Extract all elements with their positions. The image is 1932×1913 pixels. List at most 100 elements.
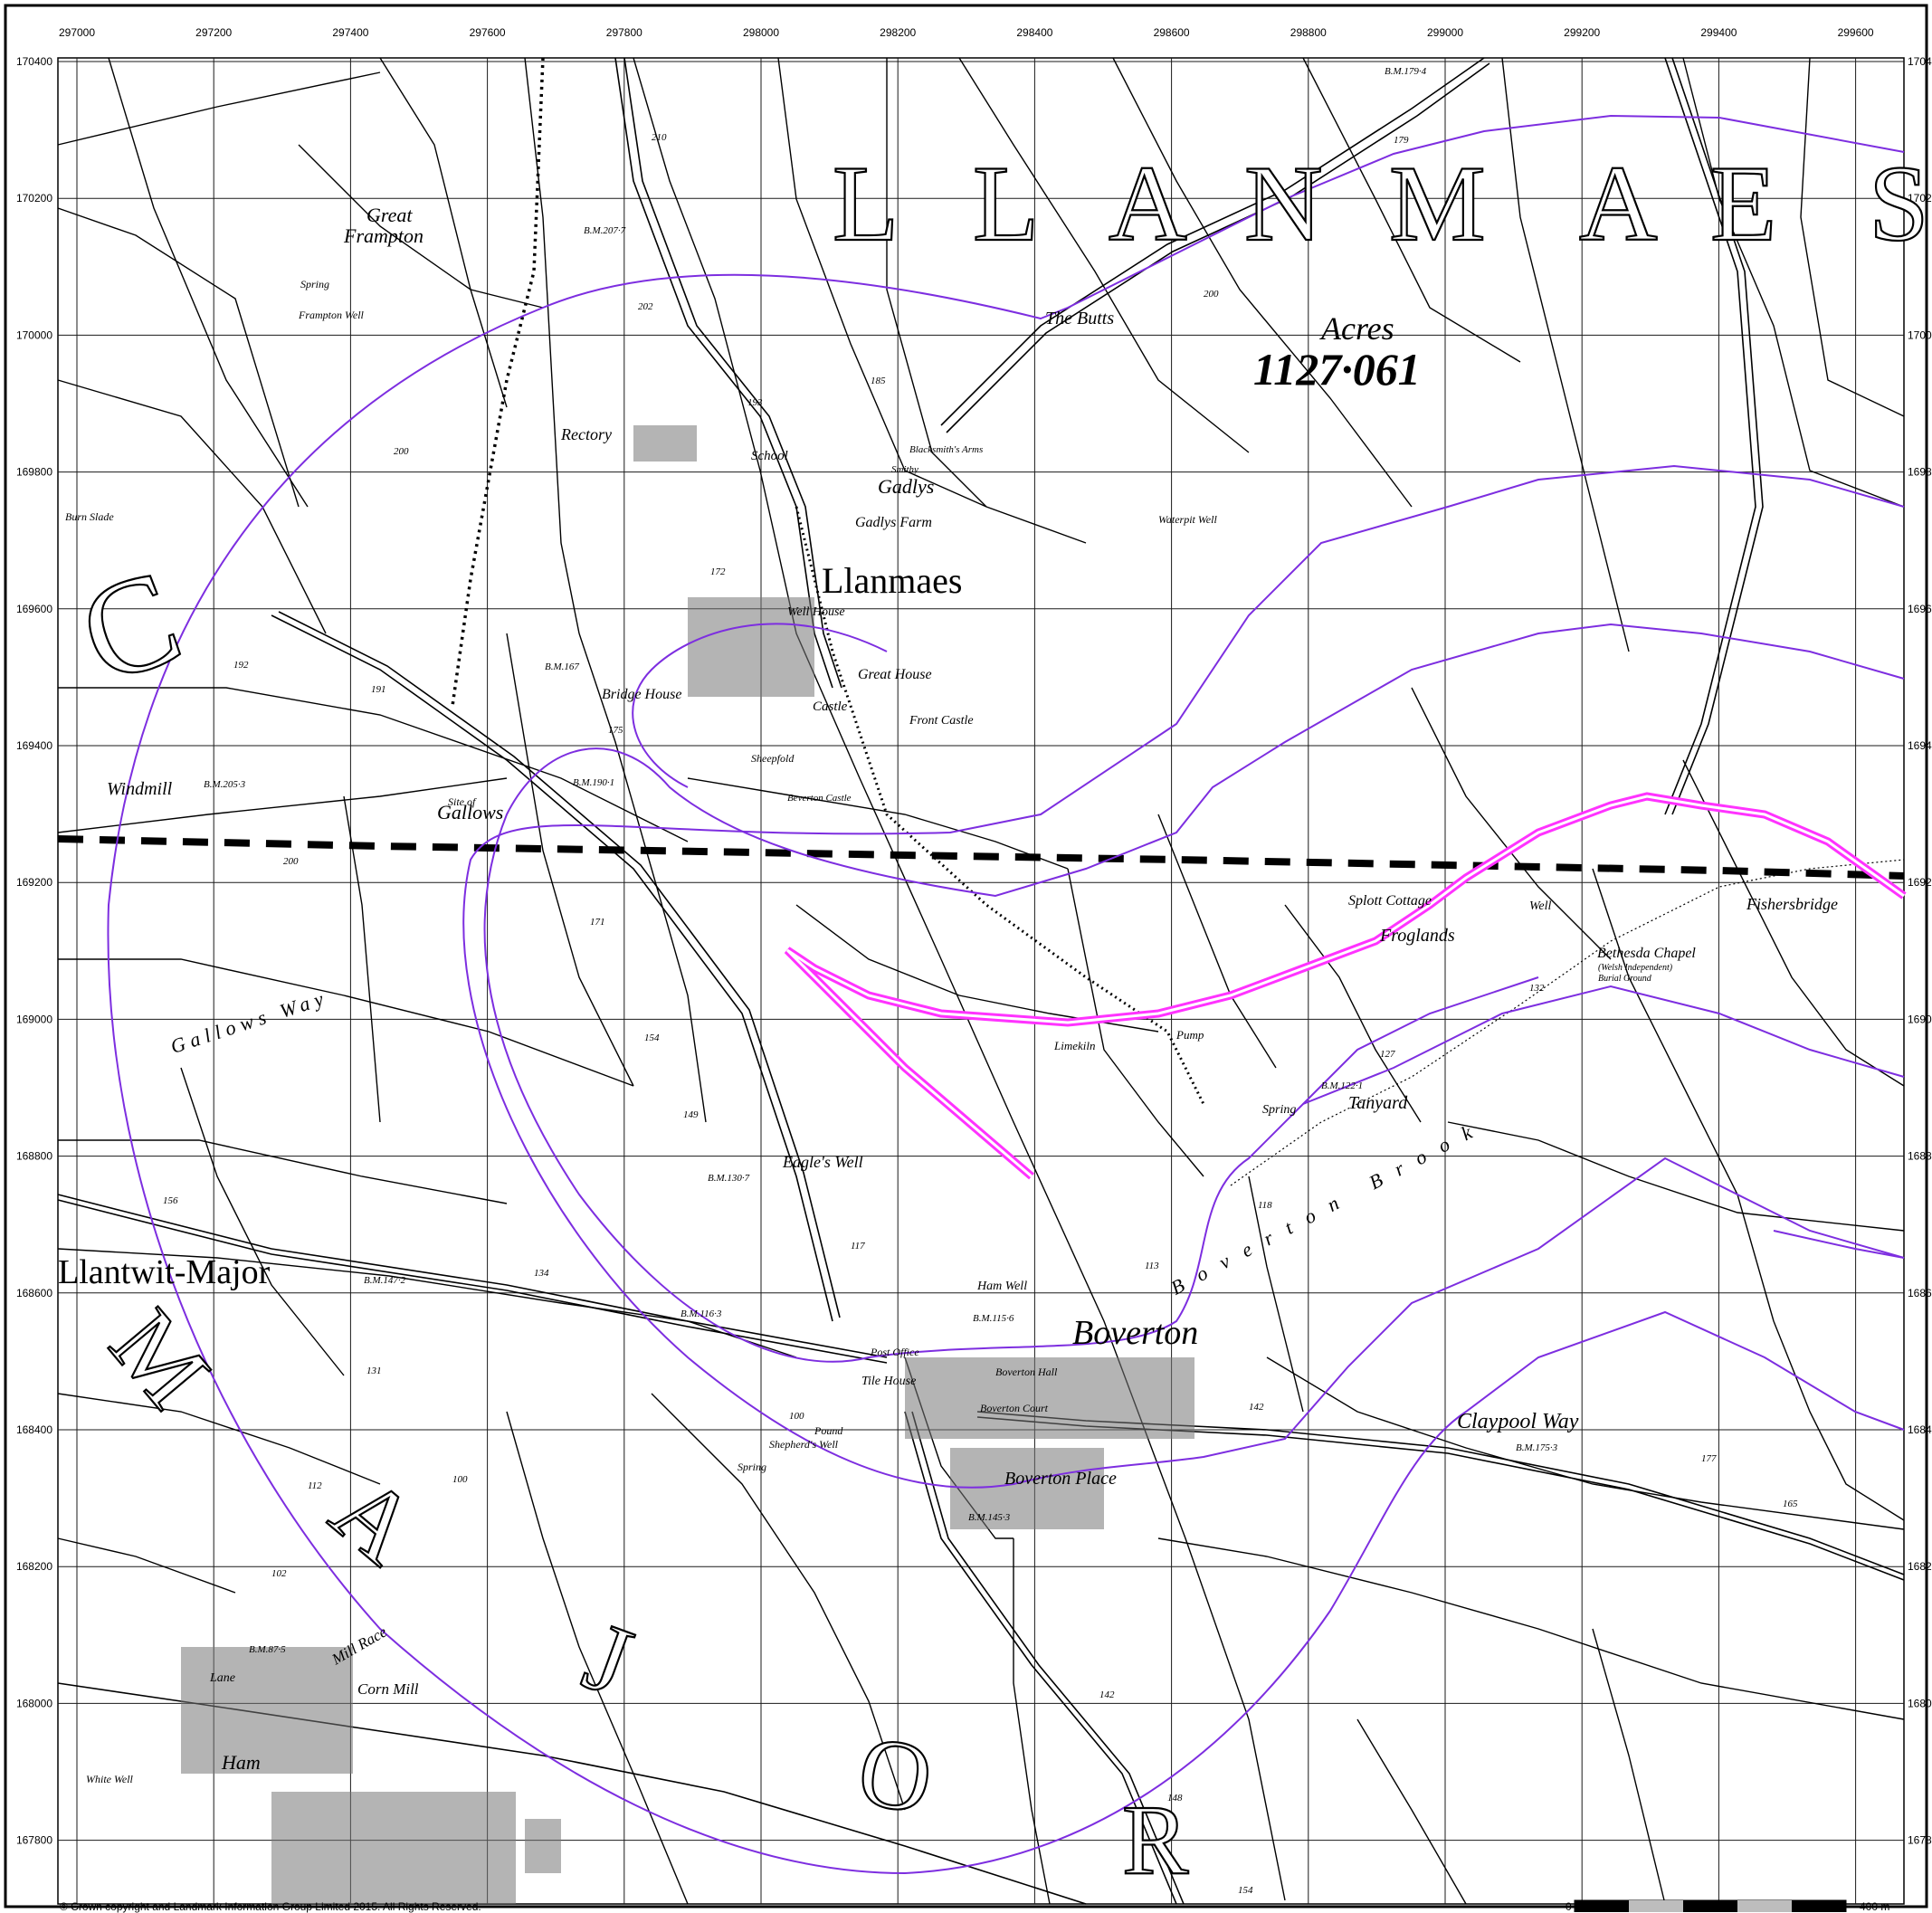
place-label: White Well <box>86 1773 134 1785</box>
letter-r: R <box>1122 1785 1189 1895</box>
place-label: Gadlys <box>878 475 934 498</box>
y-tick-label: 168800 <box>16 1150 52 1163</box>
spot-height: 171 <box>590 917 605 928</box>
place-label: Burial Ground <box>1598 974 1652 984</box>
copyright-notice: © Crown copyright and Landmark Informati… <box>60 1900 481 1913</box>
x-tick-label: 299400 <box>1700 26 1737 39</box>
place-label: Pump <box>1175 1028 1204 1042</box>
grid-lines <box>58 58 1904 1904</box>
benchmark: B.M.116·3 <box>680 1309 722 1319</box>
spot-height: 113 <box>1145 1261 1159 1271</box>
place-label-boverton: Boverton <box>1072 1314 1198 1352</box>
y-tick-label-right: 1694 <box>1908 739 1932 752</box>
scale-bar[interactable] <box>1574 1899 1847 1912</box>
place-label: Post Office <box>870 1346 919 1358</box>
settlement-hatching <box>181 425 1194 1904</box>
x-tick-label: 298000 <box>743 26 779 39</box>
spot-height: 200 <box>1204 289 1219 300</box>
place-label: Tanyard <box>1348 1093 1408 1113</box>
place-label: Waterpit Well <box>1158 513 1217 526</box>
spot-height: 154 <box>644 1033 660 1043</box>
y-tick-label-right: 1692 <box>1908 876 1932 889</box>
y-tick-label: 169800 <box>16 466 52 479</box>
x-tick-label: 299000 <box>1427 26 1463 39</box>
y-tick-label-right: 1700 <box>1908 328 1932 341</box>
place-label: Beverton Castle <box>787 793 852 804</box>
benchmark: B.M.205·3 <box>204 779 246 790</box>
benchmark: B.M.87·5 <box>249 1644 286 1655</box>
y-tick-labels: 1704001702001700001698001696001694001692… <box>16 55 52 1847</box>
spot-height: 200 <box>394 446 409 457</box>
place-label: Castle <box>813 700 848 714</box>
spot-height: 185 <box>871 376 886 386</box>
letter-a2: A <box>1579 143 1658 263</box>
y-tick-label-right: 1682 <box>1908 1560 1932 1573</box>
place-label: Spring <box>738 1461 766 1473</box>
y-tick-label-right: 1688 <box>1908 1150 1932 1163</box>
x-tick-label: 297000 <box>59 26 95 39</box>
benchmarks: B.M.207·7 B.M.179·4 B.M.167 B.M.190·1 B.… <box>204 66 1558 1655</box>
place-label: Ham Well <box>976 1280 1027 1293</box>
place-label: Froglands <box>1379 926 1455 946</box>
place-label: Sheepfold <box>751 752 795 765</box>
place-label: Burn Slade <box>65 510 114 523</box>
spot-height: 134 <box>534 1268 549 1279</box>
acreage-value: 1127·061 <box>1253 344 1421 395</box>
letter-a1: A <box>1109 143 1187 263</box>
place-label: Tile House <box>861 1375 916 1388</box>
place-label: Shepherd's Well <box>769 1438 839 1451</box>
y-tick-label-right: 1702 <box>1908 192 1932 205</box>
spot-height: 179 <box>1394 135 1409 146</box>
place-label: Bethesda Chapel <box>1597 946 1696 961</box>
place-label: Front Castle <box>909 714 974 728</box>
y-tick-label-right: 1680 <box>1908 1697 1932 1709</box>
spot-heights: 210 202 200 193 185 179 172 175 191 192 … <box>163 132 1798 1896</box>
y-tick-label-right: 1698 <box>1908 466 1932 479</box>
y-tick-label: 167800 <box>16 1834 52 1847</box>
place-label: Boverton Court <box>980 1402 1049 1414</box>
y-tick-labels-right: 1704170217001698169616941692169016881686… <box>1908 55 1932 1847</box>
y-tick-label: 170400 <box>16 55 52 68</box>
x-tick-label: 297200 <box>195 26 232 39</box>
spot-height: 118 <box>1258 1200 1272 1211</box>
place-label: Lane <box>209 1671 235 1685</box>
place-label: Windmill <box>107 779 173 799</box>
place-label: Frampton Well <box>298 309 365 321</box>
y-tick-label: 168200 <box>16 1560 52 1573</box>
y-tick-label: 170000 <box>16 328 52 341</box>
spot-height: 193 <box>747 397 763 408</box>
y-tick-label: 169600 <box>16 603 52 615</box>
spot-height: 149 <box>683 1109 699 1120</box>
x-tick-label: 298200 <box>880 26 916 39</box>
x-tick-label: 298400 <box>1016 26 1052 39</box>
place-label: Boverton Hall <box>995 1366 1058 1378</box>
place-label: Frampton <box>343 224 424 247</box>
spot-height: 165 <box>1783 1499 1798 1509</box>
place-label: Well <box>1529 899 1551 913</box>
benchmark: B.M.115·6 <box>973 1313 1014 1324</box>
benchmark: B.M.207·7 <box>584 225 626 236</box>
place-label-llanmaes: Llanmaes <box>822 560 963 601</box>
place-label: Eagle's Well <box>782 1153 863 1171</box>
spot-height: 100 <box>452 1474 468 1485</box>
place-label: Site of <box>448 795 477 808</box>
y-tick-label: 168400 <box>16 1423 52 1436</box>
proposed-route <box>784 792 1907 1180</box>
y-tick-label: 169400 <box>16 739 52 752</box>
letter-l1: L <box>833 143 899 263</box>
place-label: Boverton Place <box>1004 1469 1117 1489</box>
benchmark: B.M.175·3 <box>1516 1442 1558 1453</box>
place-label: Spring <box>1262 1103 1296 1117</box>
place-label: Spring <box>300 278 329 290</box>
letter-n: N <box>1244 143 1323 263</box>
y-tick-label: 170200 <box>16 192 52 205</box>
y-tick-label: 169000 <box>16 1013 52 1025</box>
place-label-llantwit-major: Llantwit-Major <box>58 1253 271 1291</box>
x-tick-label: 298800 <box>1290 26 1327 39</box>
place-label: Smithy <box>891 464 918 475</box>
spot-height: 112 <box>308 1480 322 1491</box>
buffer-contours <box>107 114 1905 1875</box>
spot-height: 191 <box>371 684 386 695</box>
